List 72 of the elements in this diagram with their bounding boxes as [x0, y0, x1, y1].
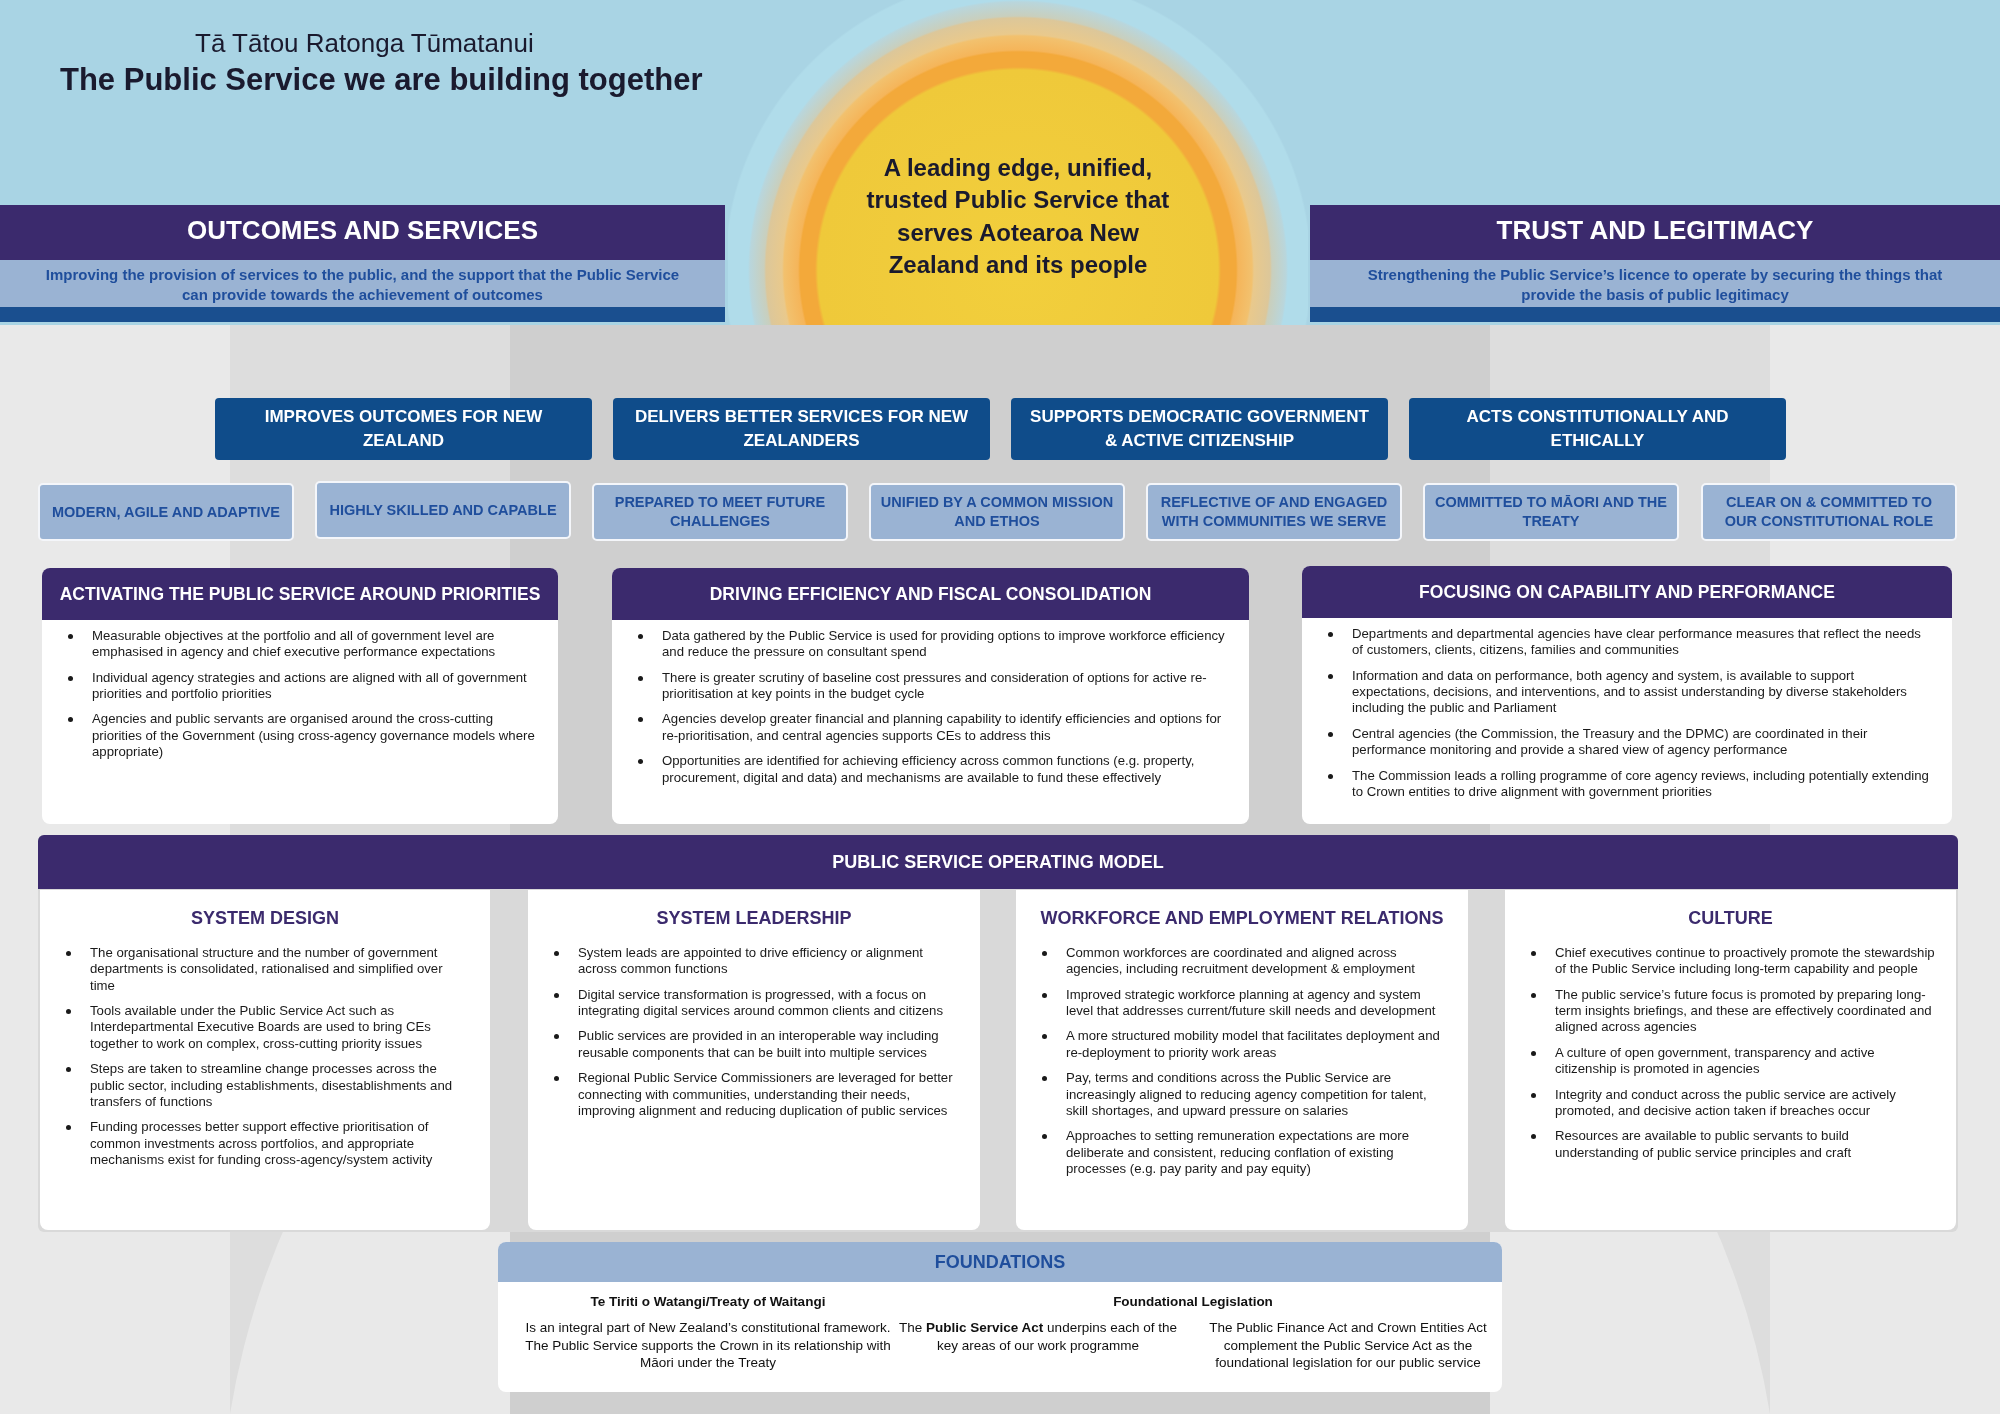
- column-heading: CULTURE: [1687, 907, 1774, 930]
- bullet-text: Common workforces are coordinated and aligned across agencies, including recruitment development & employment: [1066, 945, 1415, 977]
- title-text: The Public Service we are building together: [60, 62, 703, 98]
- bullet-text: Agencies develop greater financial and planning capability to identify efficiencies and options for re-prioritisation, and central agencies supports CEs to address this: [662, 711, 1222, 743]
- bullet-text: Data gathered by the Public Service is used for providing options to improve workforce efficiency and reduce the pressure on consultant spend: [662, 628, 1225, 660]
- banner-heading: TRUST AND LEGITIMACY: [1495, 215, 1815, 246]
- bullet-text: A culture of open government, transparency and active citizenship is promoted in agencies: [1555, 1044, 1875, 1077]
- subtitle-text: Tā Tātou Ratonga Tūmatanui: [195, 28, 534, 59]
- bullet-text: Opportunities are identified for achieving efficiency across common functions (e.g. property, procurement, digital and data) and mechanisms are available to fund these effectively: [662, 753, 1195, 785]
- bullet-text: Chief executives continue to proactively promote the stewardship of the Public Service including long-term capability and people: [1555, 945, 1935, 977]
- bullet-text: Steps are taken to streamline change processes across the public sector, including establishments, disestablishments and transfers of functions: [90, 1061, 453, 1109]
- bullet-text: A more structured mobility model that facilitates deployment and re-deployment to priority work areas: [1066, 1028, 1440, 1060]
- banner-subtitle: Improving the provision of services to the public, and the support that the Public Service can provide towards the achievement of outcomes: [44, 265, 681, 304]
- bullet-text: Public services are provided in an interoperable way including reusable components that can be built into multiple services: [578, 1028, 939, 1060]
- attribute-pill: COMMITTED TO MĀORI AND THE TREATY: [1423, 483, 1679, 541]
- bullet-text: Individual agency strategies and actions are aligned with all of government priorities and portfolio priorities: [92, 669, 527, 702]
- bullet-text: Resources are available to public servants to build understanding of public service principles and craft: [1555, 1128, 1852, 1160]
- goal-box: ACTS CONSTITUTIONALLY AND ETHICALLY: [1409, 398, 1786, 460]
- attribute-pill: UNIFIED BY A COMMON MISSION AND ETHOS: [869, 483, 1125, 541]
- card-header: DRIVING EFFICIENCY AND FISCAL CONSOLIDATION: [612, 568, 1249, 620]
- banner-subtitle: Strengthening the Public Service’s licence to operate by securing the things that provide the basis of public legitimacy: [1366, 265, 1944, 304]
- bullet-text: Integrity and conduct across the public service are actively promoted, and decisive action taken if breaches occur: [1555, 1086, 1896, 1118]
- bullet-text: Central agencies (the Commission, the Treasury and the DPMC) are coordinated in their performance monitoring and provide a shared view of agency performance: [1352, 725, 1868, 758]
- banner: [1310, 205, 2000, 322]
- vision-statement: A leading edge, unified, trusted Public Service that serves Aotearoa New Zealand and its people: [865, 153, 1171, 281]
- priority-card: [612, 568, 1249, 824]
- bullet-text: Improved strategic workforce planning at agency and system level that addresses current/future skill needs and development: [1066, 986, 1436, 1019]
- section-heading: Te Tiriti o Watangi/Treaty of Waitangi: [589, 1294, 827, 1309]
- bullet-text: Departments and departmental agencies have clear performance measures that reflect the needs of customers, clients, citizens, families and communities: [1352, 626, 1921, 658]
- bullet-text: The organisational structure and the number of government departments is consolidated, rationalised and simplified over time: [90, 945, 443, 993]
- bullet-text: The public service’s future focus is promoted by preparing long-term insights briefings, and these are effectively coordinated and aligned across agencies: [1555, 986, 1932, 1035]
- bullet-text: Measurable objectives at the portfolio and all of government level are emphasised in agency and chief executive performance expectations: [92, 628, 496, 660]
- goal-box: IMPROVES OUTCOMES FOR NEW ZEALAND: [215, 398, 592, 460]
- attribute-pill: REFLECTIVE OF AND ENGAGED WITH COMMUNITIES WE SERVE: [1146, 483, 1402, 541]
- goal-box: DELIVERS BETTER SERVICES FOR NEW ZEALANDERS: [613, 398, 990, 460]
- panel-header: PUBLIC SERVICE OPERATING MODEL: [38, 835, 1958, 889]
- bullet-text: Regional Public Service Commissioners are leveraged for better connecting with communities, understanding their needs, improving alignment and reducing duplication of public services: [578, 1070, 953, 1118]
- bullet-text: Approaches to setting remuneration expectations are more deliberate and consistent, reducing conflation of existing processes (e.g. pay parity and pay equity): [1066, 1128, 1410, 1176]
- attribute-pill: CLEAR ON & COMMITTED TO OUR CONSTITUTIONAL ROLE: [1701, 483, 1957, 541]
- bullet-text: The Commission leads a rolling programme of core agency reviews, including potentially extending to Crown entities to drive alignment with government priorities: [1352, 767, 1929, 799]
- banner-heading: OUTCOMES AND SERVICES: [185, 215, 540, 246]
- body-text: Is an integral part of New Zealand’s constitutional framework. The Public Service supports the Crown in its relationship with Māori under the Treaty: [524, 1319, 892, 1372]
- card-header: FOCUSING ON CAPABILITY AND PERFORMANCE: [1302, 566, 1952, 618]
- body-text: The Public Service Act underpins each of the key areas of our work programme: [898, 1319, 1178, 1355]
- bullet-text: There is greater scrutiny of baseline cost pressures and consideration of options for active re-prioritisation at key points in the budget cycle: [662, 669, 1207, 702]
- bullet-text: Pay, terms and conditions across the Public Service are increasingly aligned to reducing agency competition for talent, skill shortages, and upward pressure on salaries: [1066, 1070, 1427, 1118]
- banner: [0, 205, 725, 322]
- priority-card: [42, 568, 558, 824]
- section-heading: Foundational Legislation: [1112, 1294, 1274, 1309]
- body-text: The Public Finance Act and Crown Entities Act complement the Public Service Act as the foundational legislation for our public service: [1208, 1319, 1488, 1372]
- model-column: [528, 890, 980, 1230]
- attribute-pill: MODERN, AGILE AND ADAPTIVE: [38, 483, 294, 541]
- model-column: [1505, 890, 1956, 1230]
- column-heading: WORKFORCE AND EMPLOYMENT RELATIONS: [1039, 907, 1445, 930]
- card-header: ACTIVATING THE PUBLIC SERVICE AROUND PRIORITIES: [42, 568, 558, 620]
- operating-model-panel: [38, 835, 1958, 1232]
- priority-card: [1302, 566, 1952, 824]
- bullet-text: Funding processes better support effective prioritisation of common investments across portfolios, and appropriate mechanisms exist for funding cross-agency/system activity: [90, 1119, 433, 1167]
- column-heading: SYSTEM DESIGN: [190, 907, 340, 930]
- bullet-text: Agencies and public servants are organised around the cross-cutting priorities of the Government (using cross-agency governance models where appropriate): [92, 711, 535, 760]
- model-column: [1016, 890, 1468, 1230]
- foundations-panel: [498, 1242, 1502, 1392]
- bullet-text: Information and data on performance, both agency and system, is available to support expectations, decisions, and interventions, and to assist understanding by diverse stakeholders including the public and Parliament: [1352, 667, 1907, 716]
- attribute-pill: HIGHLY SKILLED AND CAPABLE: [315, 481, 571, 539]
- bullet-text: Digital service transformation is progressed, with a focus on integrating digital services around common clients and citizens: [578, 986, 944, 1019]
- column-heading: SYSTEM LEADERSHIP: [655, 907, 853, 930]
- model-column: [40, 890, 490, 1230]
- bullet-text: Tools available under the Public Service Act such as Interdepartmental Executive Boards are used to bring CEs together to work on complex, cross-cutting priority issues: [90, 1003, 431, 1051]
- bullet-text: System leads are appointed to drive efficiency or alignment across common functions: [578, 945, 924, 977]
- attribute-pill: PREPARED TO MEET FUTURE CHALLENGES: [592, 483, 848, 541]
- goal-box: SUPPORTS DEMOCRATIC GOVERNMENT & ACTIVE CITIZENSHIP: [1011, 398, 1388, 460]
- panel-header: FOUNDATIONS: [498, 1242, 1502, 1282]
